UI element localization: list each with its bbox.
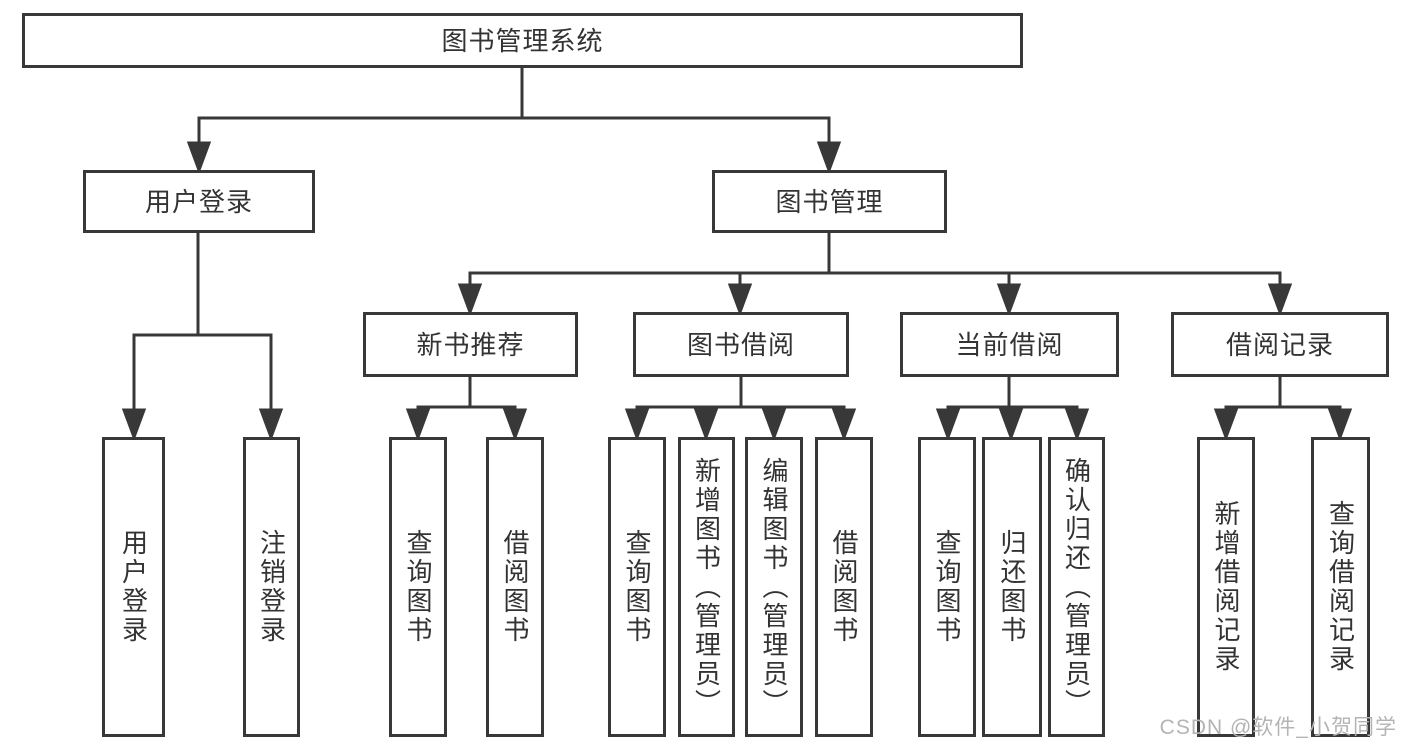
leaf-confirm-return-admin: 确认归还（管理员） <box>1048 437 1105 737</box>
leaf-label: 归还图书 <box>997 529 1027 645</box>
node-new-book-recommend-label: 新书推荐 <box>416 329 525 360</box>
leaf-label: 用户登录 <box>118 529 149 645</box>
node-book-management-label: 图书管理 <box>775 186 884 217</box>
arrowhead <box>1064 408 1090 442</box>
arrowhead <box>457 283 483 317</box>
leaf-query-book-borrow: 查询图书 <box>608 437 666 737</box>
leaf-query-book-recommend: 查询图书 <box>389 437 447 737</box>
arrowhead <box>831 408 857 442</box>
leaf-logout-action: 注销登录 <box>243 437 300 737</box>
leaf-edit-book-admin: 编辑图书（管理员） <box>745 437 803 737</box>
arrowhead <box>624 408 650 442</box>
arrowhead <box>1213 408 1239 442</box>
arrowhead <box>121 408 147 442</box>
leaf-label: 查询借阅记录 <box>1325 500 1356 674</box>
leaf-query-borrow-record: 查询借阅记录 <box>1311 437 1370 737</box>
node-root-label: 图书管理系统 <box>441 25 604 56</box>
node-root: 图书管理系统 <box>22 13 1023 68</box>
arrowhead <box>693 408 719 442</box>
node-borrow-record: 借阅记录 <box>1171 312 1389 377</box>
arrowhead <box>1327 408 1353 442</box>
arrowhead <box>761 408 787 442</box>
leaf-return-book: 归还图书 <box>982 437 1042 737</box>
leaf-label: 借阅图书 <box>500 529 530 645</box>
leaf-label: 注销登录 <box>256 529 287 645</box>
node-borrow-record-label: 借阅记录 <box>1225 329 1334 360</box>
node-book-borrow-label: 图书借阅 <box>686 329 795 360</box>
leaf-label: 查询图书 <box>622 529 652 645</box>
arrowhead <box>1267 283 1293 317</box>
node-current-borrow-label: 当前借阅 <box>955 329 1064 360</box>
leaf-add-borrow-record: 新增借阅记录 <box>1197 437 1255 737</box>
node-current-borrow: 当前借阅 <box>900 312 1119 377</box>
arrowhead <box>996 283 1022 317</box>
node-book-borrow: 图书借阅 <box>633 312 849 377</box>
arrowhead <box>816 141 842 175</box>
node-user-login: 用户登录 <box>83 170 315 233</box>
leaf-add-book-admin: 新增图书（管理员） <box>678 437 735 737</box>
leaf-label: 编辑图书（管理员） <box>759 456 789 718</box>
arrowhead <box>935 408 961 442</box>
arrowhead <box>727 283 753 317</box>
leaf-user-login-action: 用户登录 <box>102 437 165 737</box>
arrowhead <box>258 408 284 442</box>
node-new-book-recommend: 新书推荐 <box>363 312 578 377</box>
leaf-label: 新增借阅记录 <box>1211 500 1241 674</box>
arrowhead <box>186 141 212 175</box>
leaf-query-book-current: 查询图书 <box>918 437 976 737</box>
leaf-borrow-book-action: 借阅图书 <box>815 437 873 737</box>
leaf-label: 新增图书（管理员） <box>691 456 722 718</box>
node-user-login-label: 用户登录 <box>144 186 253 217</box>
leaf-label: 确认归还（管理员） <box>1061 456 1092 718</box>
node-book-management: 图书管理 <box>712 170 947 233</box>
leaf-borrow-book-recommend: 借阅图书 <box>486 437 544 737</box>
leaf-label: 借阅图书 <box>829 529 859 645</box>
arrowhead <box>405 408 431 442</box>
arrowhead <box>998 408 1024 442</box>
leaf-label: 查询图书 <box>403 529 433 645</box>
arrowhead <box>502 408 528 442</box>
leaf-label: 查询图书 <box>932 529 962 645</box>
